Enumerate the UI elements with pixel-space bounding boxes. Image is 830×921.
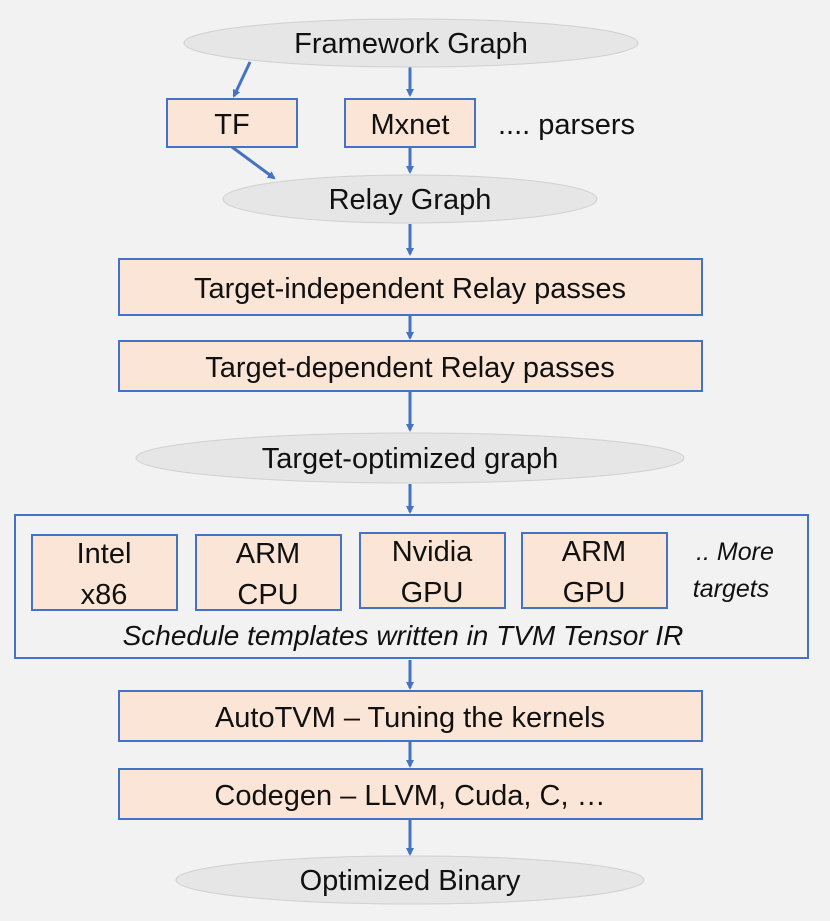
optimized-binary-node: Optimized Binary bbox=[175, 855, 645, 905]
schedule-templates-group: Intel x86 ARM CPU Nvidia GPU ARM GPU .. … bbox=[14, 514, 809, 659]
arrow-tf-to-relay bbox=[231, 145, 276, 180]
arrow-framework-to-tf bbox=[232, 61, 252, 98]
target-nvidia-line1: Nvidia bbox=[392, 536, 473, 568]
framework-graph-node: Framework Graph bbox=[183, 18, 639, 68]
relay-graph-label: Relay Graph bbox=[329, 184, 492, 216]
mxnet-label: Mxnet bbox=[371, 109, 450, 141]
target-nvidia-line2: GPU bbox=[401, 577, 464, 609]
target-independent-passes-node: Target-independent Relay passes bbox=[118, 258, 703, 316]
schedule-templates-caption: Schedule templates written in TVM Tensor… bbox=[123, 620, 684, 651]
tf-label: TF bbox=[214, 109, 249, 141]
target-arm-gpu-line2: GPU bbox=[563, 577, 626, 609]
parsers-label: .... parsers bbox=[498, 109, 635, 141]
autotvm-node: AutoTVM – Tuning the kernels bbox=[118, 690, 703, 742]
target-arm-gpu: ARM GPU bbox=[521, 532, 668, 609]
target-arm-cpu: ARM CPU bbox=[195, 534, 342, 611]
target-arm-cpu-line2: CPU bbox=[237, 579, 298, 611]
target-arm-cpu-line1: ARM bbox=[236, 538, 300, 570]
target-optimized-label: Target-optimized graph bbox=[262, 443, 559, 475]
codegen-node: Codegen – LLVM, Cuda, C, … bbox=[118, 768, 703, 820]
more-targets-line1: .. More bbox=[696, 538, 774, 566]
target-intel-line1: Intel bbox=[77, 538, 132, 570]
relay-graph-node: Relay Graph bbox=[222, 174, 598, 224]
target-dependent-passes-node: Target-dependent Relay passes bbox=[118, 340, 703, 392]
tf-parser-node: TF bbox=[166, 98, 298, 148]
arrows bbox=[231, 61, 414, 856]
framework-graph-label: Framework Graph bbox=[294, 28, 528, 60]
target-intel-x86: Intel x86 bbox=[31, 534, 178, 611]
target-arm-gpu-line1: ARM bbox=[562, 536, 626, 568]
autotvm-label: AutoTVM – Tuning the kernels bbox=[215, 702, 605, 734]
target-nvidia-gpu: Nvidia GPU bbox=[359, 532, 506, 609]
target-optimized-graph-node: Target-optimized graph bbox=[135, 432, 685, 484]
target-intel-line2: x86 bbox=[81, 579, 128, 611]
target-dependent-label: Target-dependent Relay passes bbox=[205, 352, 614, 384]
optimized-binary-label: Optimized Binary bbox=[300, 865, 521, 897]
target-independent-label: Target-independent Relay passes bbox=[194, 273, 626, 305]
more-targets-line2: targets bbox=[693, 575, 769, 603]
mxnet-parser-node: Mxnet bbox=[344, 98, 476, 148]
codegen-label: Codegen – LLVM, Cuda, C, … bbox=[214, 780, 605, 812]
